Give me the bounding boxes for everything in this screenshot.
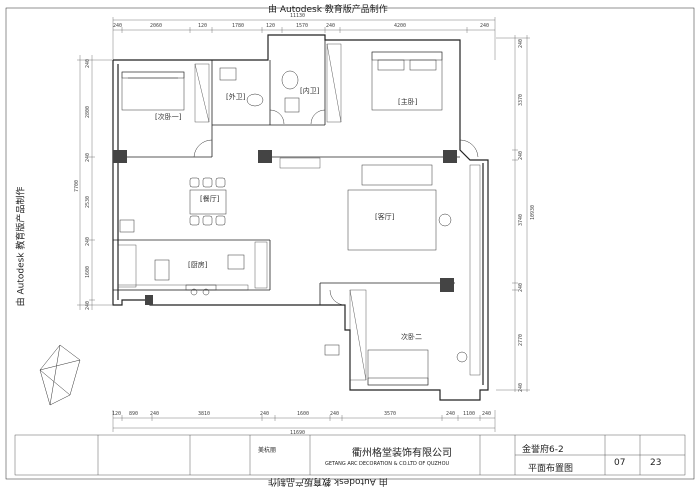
drawing-name: 平面布置图 [528,464,574,474]
dim-left-seg: 240 [85,152,91,162]
dim-left-seg: 2800 [85,105,91,118]
dim-bottom-seg: 240 [150,411,160,417]
dim-bottom-seg: 240 [330,411,340,417]
dim-right-seg: 240 [518,382,524,392]
room-label-guest-bath: [外卫] [226,93,246,101]
built-in-cabinets [117,43,481,381]
dim-right-seg: 3370 [518,93,524,106]
dim-top-total: 11130 [290,13,306,19]
title-block [14,434,686,476]
dim-left-seg: 240 [85,300,91,310]
dim-top-seg: 240 [480,23,490,29]
structural-columns [113,150,457,305]
room-label-living: [客厅] [375,213,395,221]
dim-bottom-seg: 3570 [384,411,397,417]
project-name: 金誉府6-2 [522,445,564,455]
dim-top-seg: 1570 [296,23,309,29]
dim-top-seg: 240 [326,23,336,29]
dim-top-seg: 120 [266,23,276,29]
designer-stamp: 美杭丽 [258,447,277,454]
room-label-secondary-bedroom-2: 次卧二 [401,333,422,341]
dim-bottom-total: 11690 [290,430,306,436]
company-name-en: GETANG ARC DECORATION & CO.LTD OF QUZHOU [325,461,450,467]
dim-bottom-seg: 3810 [198,411,211,417]
room-label-dining: [餐厅] [200,195,220,203]
room-label-ensuite-bath: [内卫] [300,87,320,95]
dim-right-seg: 240 [518,282,524,292]
dim-bottom-seg: 890 [129,411,139,417]
interior-walls [113,40,460,305]
room-label-secondary-bedroom-1: [次卧一] [155,113,182,121]
room-label-master-bedroom: [主卧] [398,98,418,106]
dim-right-seg: 3740 [518,213,524,226]
dim-left-seg: 1600 [85,265,91,278]
dim-bottom-seg: 1100 [463,411,476,417]
company-name-cn: 衢州格堂装饰有限公司 [352,448,452,459]
dim-top-seg: 120 [198,23,208,29]
watermark-bottom: 由 Autodesk 教育版产品制作 [268,476,388,486]
page-number: 23 [650,458,662,468]
dim-bottom-seg: 240 [260,411,270,417]
dim-top-seg: 4200 [394,23,407,29]
dim-right-seg: 240 [518,38,524,48]
compass-sketch [39,344,81,406]
room-label-kitchen: [厨房] [188,261,208,269]
dim-bottom-seg: 120 [112,411,122,417]
dim-top-seg: 240 [113,23,123,29]
dim-left-seg: 240 [85,58,91,68]
sheet-number: 07 [614,458,626,468]
furniture [119,51,479,386]
dim-bottom-seg: 240 [446,411,456,417]
dim-left-seg: 2530 [85,195,91,208]
dim-right-total: 10930 [530,204,536,220]
dim-top-seg: 1780 [232,23,245,29]
dim-right-seg: 2770 [518,333,524,346]
dim-left-seg: 240 [85,236,91,246]
dimension-lines [77,17,530,432]
watermark-top: 由 Autodesk 教育版产品制作 [268,5,388,15]
dim-right-seg: 240 [518,150,524,160]
watermark-left: 由 Autodesk 教育版产品制作 [16,186,27,307]
dim-left-total: 7700 [74,179,80,192]
dim-top-seg: 2060 [150,23,163,29]
dim-bottom-seg: 1600 [297,411,310,417]
dim-bottom-seg: 240 [482,411,492,417]
